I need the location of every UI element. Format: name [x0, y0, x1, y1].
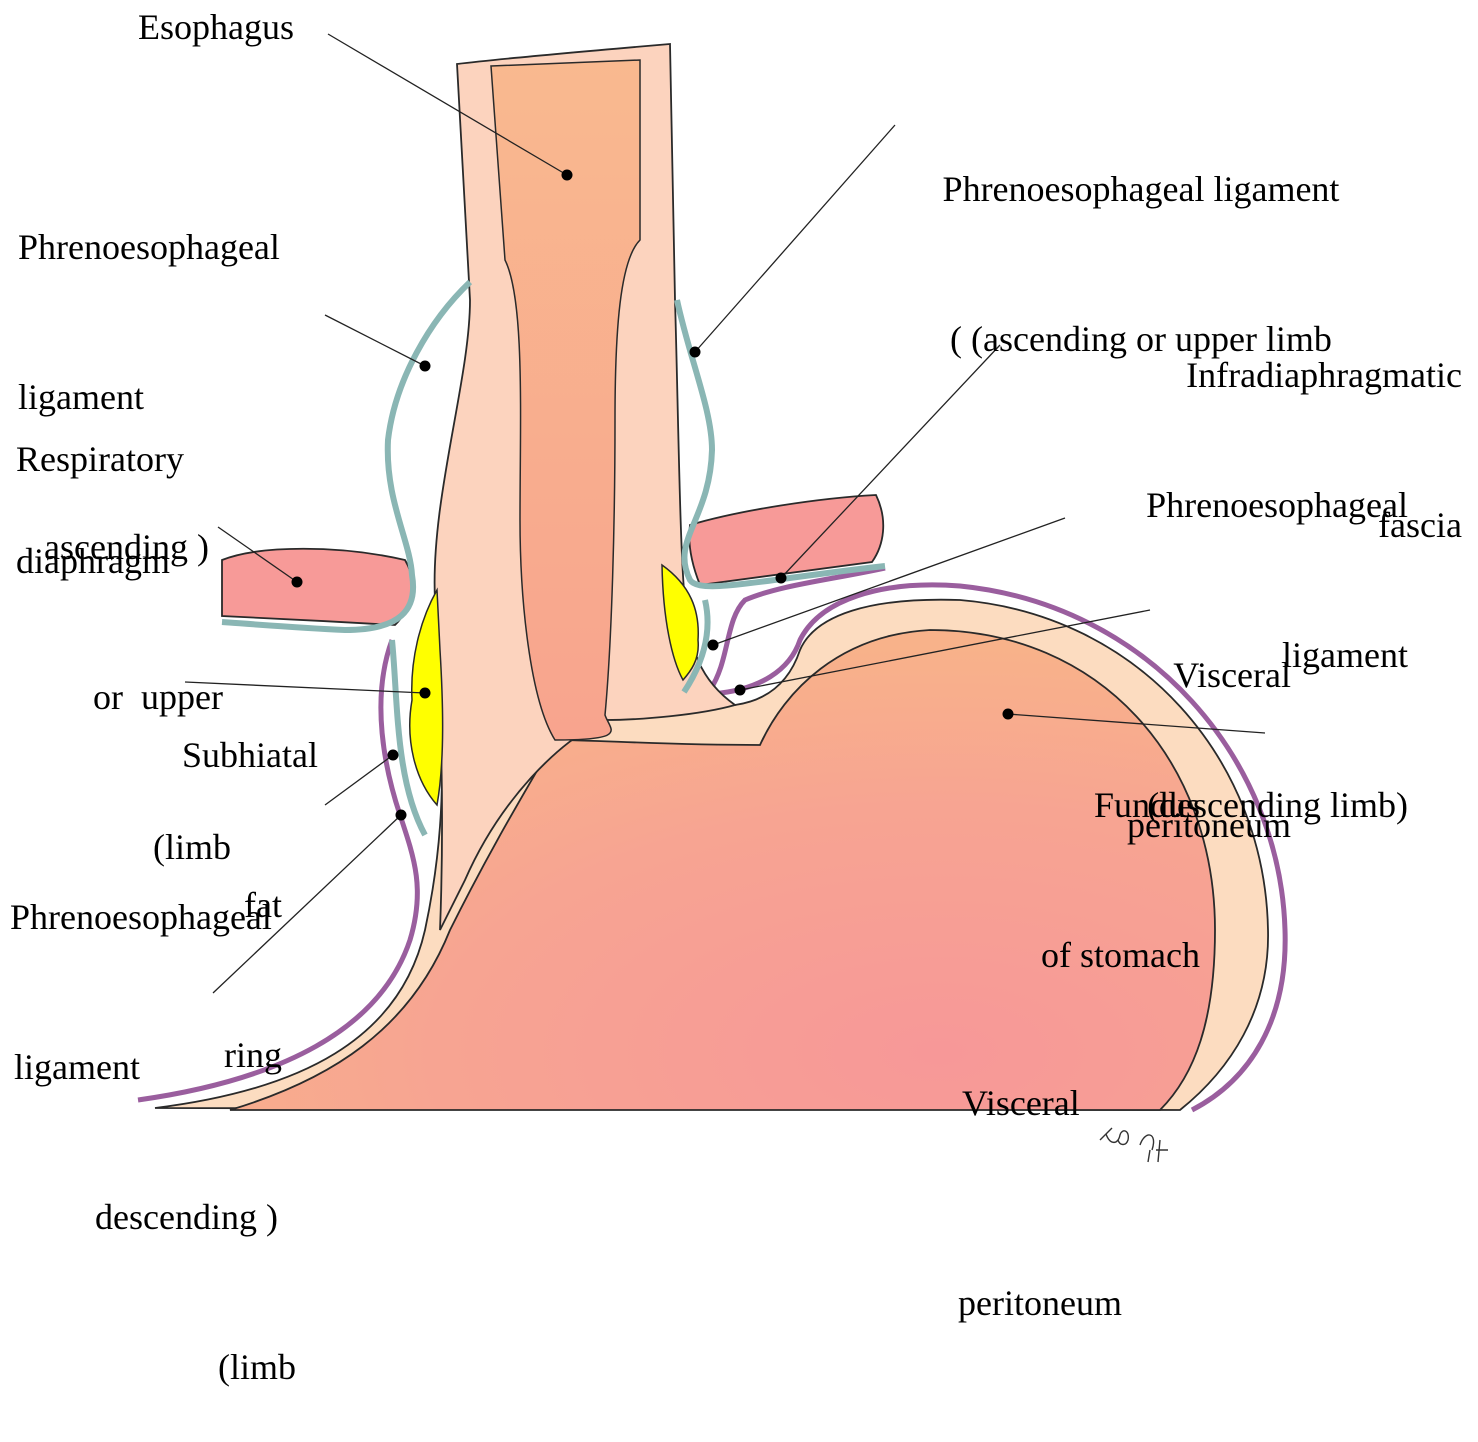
dot-diaphragm	[292, 577, 303, 588]
dot-pel-ascending-right	[690, 347, 701, 358]
label-diaphragm: diaphragm	[16, 536, 170, 586]
label-line: Phrenoesophageal ligament	[905, 164, 1377, 214]
label-visceral-peritoneum-bottom: Visceral peritoneum	[958, 978, 1122, 1378]
label-line: (limb	[10, 1342, 296, 1392]
dot-infradiaphragmatic	[776, 573, 787, 584]
dot-esophagus	[562, 170, 573, 181]
leader-pel-ascending-left	[325, 315, 425, 366]
label-line: Fundus	[990, 780, 1200, 830]
dot-visceral-peritoneum-right	[735, 685, 746, 696]
label-line: Subhiatal	[150, 730, 350, 780]
label-line: Phrenoesophageal	[18, 222, 280, 272]
dot-subhiatal	[420, 688, 431, 699]
label-esophagus: Esophagus	[138, 2, 294, 52]
label-respiratory: Respiratory	[16, 434, 184, 484]
label-line: Phrenoesophageal	[10, 892, 296, 942]
dot-pel-ascending-left	[420, 361, 431, 372]
label-line: descending )	[10, 1192, 296, 1242]
label-line: Phrenoesophageal	[1060, 480, 1408, 530]
label-line: Visceral	[958, 1078, 1122, 1128]
dot-pel-descending-left	[388, 750, 399, 761]
leader-pel-ascending-right	[695, 125, 895, 352]
label-line: ligament	[10, 1042, 296, 1092]
label-pel-descending-left: Phrenoesophageal ligament descending ) (…	[10, 792, 296, 1442]
label-line: of stomach	[990, 930, 1200, 980]
label-line: peritoneum	[958, 1278, 1122, 1328]
label-line: ligament	[18, 372, 280, 422]
dot-visceral-peritoneum-left	[396, 810, 407, 821]
dot-pel-descending-right	[708, 640, 719, 651]
